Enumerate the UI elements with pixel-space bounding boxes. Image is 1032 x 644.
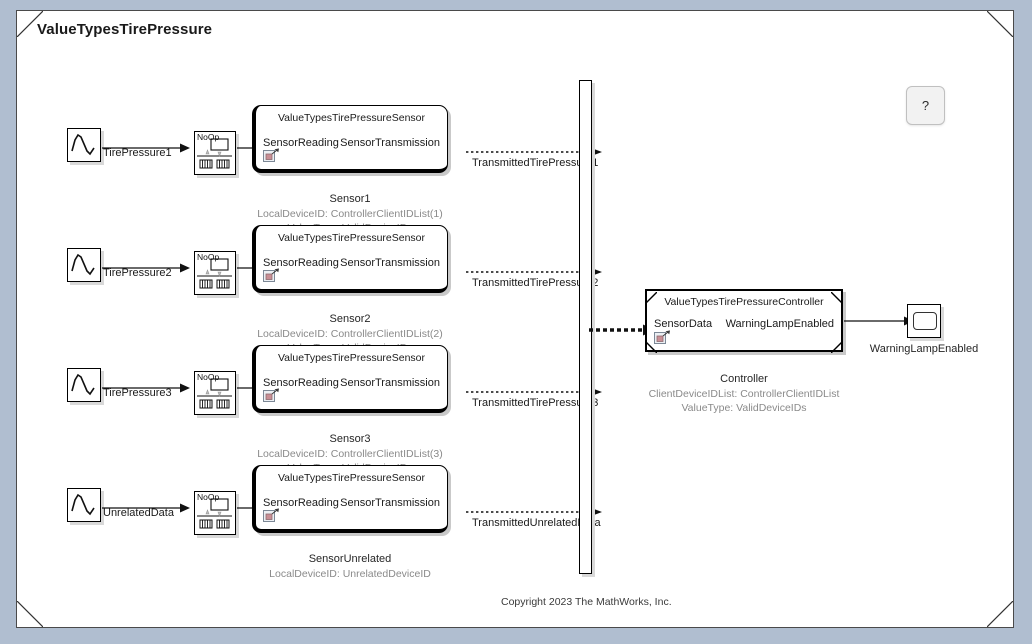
signal-generator-block-3[interactable] <box>67 368 101 402</box>
model-reference-badge-icon-2 <box>263 268 280 283</box>
sensor-outport-label-4: SensorTransmission <box>340 497 440 509</box>
noop-label-3: NoOp <box>197 372 220 382</box>
model-reference-badge-icon-4 <box>263 508 280 523</box>
message-line-sensor3-to-bus <box>466 387 602 397</box>
noop-block-2[interactable]: NoOp <box>194 251 236 295</box>
controller-name: Controller <box>720 373 768 385</box>
wire-source2-to-noop2 <box>102 262 190 274</box>
controller-annotation-0: ClientDeviceIDList: ControllerClientIDLi… <box>648 388 840 400</box>
sensor-outport-label-1: SensorTransmission <box>340 137 440 149</box>
message-line-sensor1-to-bus <box>466 147 602 157</box>
sensor-block-4[interactable]: ValueTypesTirePressureSensor SensorReadi… <box>252 465 448 533</box>
sensor-inport-label-2: SensorReading <box>263 257 339 269</box>
sensor-name-3: Sensor3 <box>329 433 371 445</box>
wire-source1-to-noop1 <box>102 142 190 154</box>
sensor-inport-label-3: SensorReading <box>263 377 339 389</box>
signal-label-2: TransmittedTirePressure2 <box>472 277 599 289</box>
sensor-outport-label-3: SensorTransmission <box>340 377 440 389</box>
help-button[interactable]: ? <box>906 86 945 125</box>
scope-block[interactable] <box>907 304 941 338</box>
message-line-sensor2-to-bus <box>466 267 602 277</box>
signal-generator-block-2[interactable] <box>67 248 101 282</box>
sensor-title-4: ValueTypesTirePressureSensor <box>277 472 426 484</box>
sensor-block-2[interactable]: ValueTypesTirePressureSensor SensorReadi… <box>252 225 448 293</box>
source-label-4: UnrelatedData <box>103 507 174 519</box>
model-reference-badge-icon-3 <box>263 388 280 403</box>
sensor-name-4: SensorUnrelated <box>308 553 392 565</box>
help-question-mark-icon: ? <box>921 97 930 113</box>
noop-block-3[interactable]: NoOp <box>194 371 236 415</box>
page-title: ValueTypesTirePressure <box>37 21 213 38</box>
noop-block-1[interactable]: NoOp <box>194 131 236 175</box>
sensor-name-1: Sensor1 <box>329 193 371 205</box>
scope-screen-icon <box>913 312 937 330</box>
sensor-annotation-2-0: LocalDeviceID: ControllerClientIDList(2) <box>257 328 443 340</box>
wire-source4-to-noop4 <box>102 502 190 514</box>
noop-block-4[interactable]: NoOp <box>194 491 236 535</box>
controller-block[interactable]: ValueTypesTirePressureController SensorD… <box>645 289 843 354</box>
message-merge-bus-bar[interactable] <box>579 80 592 574</box>
sensor-title-3: ValueTypesTirePressureSensor <box>277 352 426 364</box>
canvas-corner-mark-bottom-left <box>17 601 43 627</box>
sensor-inport-label-1: SensorReading <box>263 137 339 149</box>
model-canvas[interactable]: ValueTypesTirePressure TirePressure1 NoO… <box>16 10 1014 628</box>
sensor-inport-label-4: SensorReading <box>263 497 339 509</box>
controller-inport-label: SensorData <box>654 318 713 330</box>
sensor-block-3[interactable]: ValueTypesTirePressureSensor SensorReadi… <box>252 345 448 413</box>
wire-source3-to-noop3 <box>102 382 190 394</box>
signal-generator-block-1[interactable] <box>67 128 101 162</box>
sensor-block-1[interactable]: ValueTypesTirePressureSensor SensorReadi… <box>252 105 448 173</box>
canvas-corner-mark-top-right <box>987 11 1013 37</box>
noop-label-2: NoOp <box>197 252 220 262</box>
sensor-annotation-1-0: LocalDeviceID: ControllerClientIDList(1) <box>257 208 443 220</box>
sensor-annotation-3-0: LocalDeviceID: ControllerClientIDList(3) <box>257 448 443 460</box>
message-line-sensor4-to-bus <box>466 507 602 517</box>
wire-controller-to-scope <box>844 315 914 327</box>
sensor-name-2: Sensor2 <box>329 313 371 325</box>
sensor-title-1: ValueTypesTirePressureSensor <box>277 112 426 124</box>
controller-annotation-1: ValueType: ValidDeviceIDs <box>681 402 807 414</box>
controller-outport-label: WarningLampEnabled <box>725 318 834 330</box>
sensor-outport-label-2: SensorTransmission <box>340 257 440 269</box>
signal-generator-block-4[interactable] <box>67 488 101 522</box>
model-reference-badge-icon-1 <box>263 148 280 163</box>
signal-label-4: TransmittedUnrelatedData <box>472 517 601 529</box>
controller-corner-cut-br <box>830 340 843 354</box>
scope-label: WarningLampEnabled <box>869 343 979 355</box>
controller-title: ValueTypesTirePressureController <box>664 296 824 308</box>
canvas-corner-mark-bottom-right <box>987 601 1013 627</box>
sensor-annotation-4-0: LocalDeviceID: UnrelatedDeviceID <box>269 568 431 580</box>
model-reference-badge-icon-controller <box>654 330 671 345</box>
source-label-2: TirePressure2 <box>103 267 172 279</box>
noop-label-1: NoOp <box>197 132 220 142</box>
source-label-1: TirePressure1 <box>103 147 172 159</box>
copyright-notice: Copyright 2023 The MathWorks, Inc. <box>501 596 672 608</box>
signal-label-3: TransmittedTirePressure3 <box>472 397 599 409</box>
sensor-title-2: ValueTypesTirePressureSensor <box>277 232 426 244</box>
source-label-3: TirePressure3 <box>103 387 172 399</box>
signal-label-1: TransmittedTirePressure1 <box>472 157 599 169</box>
noop-label-4: NoOp <box>197 492 220 502</box>
